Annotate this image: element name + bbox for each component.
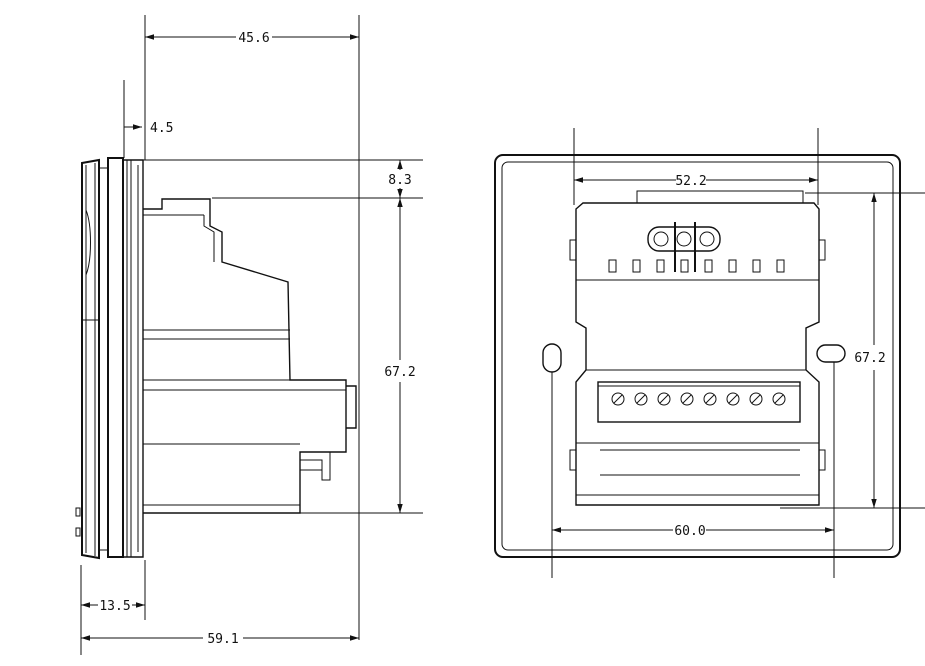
rear-view: 52.2 67.2 60.0 [494,128,925,578]
rear-terminal-housing [569,190,826,506]
dim-side-top-offset: 8.3 [388,160,412,198]
front-cover-plate [75,158,108,560]
mounting-slot-left [542,343,562,373]
mounting-slot-right [816,344,846,363]
dim-label-13-5: 13.5 [99,599,130,614]
dim-label-4-5: 4.5 [150,121,173,136]
dim-rear-terminal-width: 52.2 [574,174,818,189]
dim-side-overall-depth: 59.1 [81,632,359,647]
dim-label-60-0: 60.0 [674,524,705,539]
screw-terminals [611,392,786,406]
dim-label-59-1: 59.1 [207,632,238,647]
rear-outer-plate [494,154,901,558]
dim-side-plate-gap: 4.5 [124,121,173,136]
top-pin-row [608,259,785,273]
side-extension-lines [80,15,423,655]
screw-terminal-strip [597,381,801,423]
dim-label-8-3: 8.3 [388,173,411,188]
side-body-profile [143,198,357,514]
dim-label-52-2: 52.2 [675,174,706,189]
dim-rear-mount-spacing: 60.0 [552,524,834,539]
mounting-slots [542,343,846,373]
dim-side-body-height: 67.2 [384,198,416,513]
dim-label-67-2-rear: 67.2 [854,351,885,366]
wall-plate [107,157,144,558]
dim-side-front-depth: 13.5 [81,599,145,614]
dim-label-45-6: 45.6 [238,31,269,46]
rear-extension-lines [551,128,925,578]
side-view: 45.6 4.5 8.3 67.2 13.5 59.1 [75,15,423,655]
terminal-block-top [608,222,785,273]
dim-label-67-2-side: 67.2 [384,365,415,380]
dim-side-total-width: 45.6 [145,31,359,46]
dim-rear-body-height: 67.2 [854,193,886,508]
